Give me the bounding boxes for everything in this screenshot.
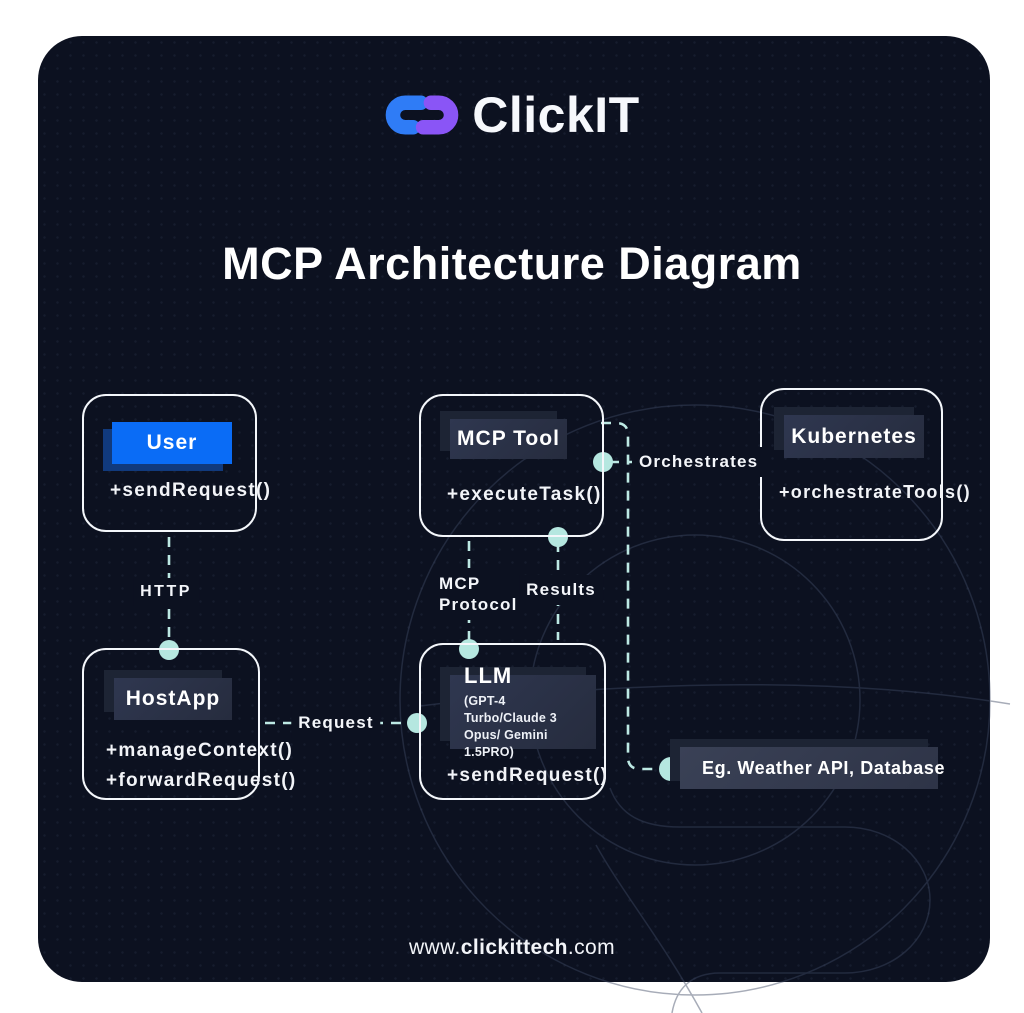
node-mcp-tool-method: +executeTask() — [447, 484, 602, 505]
node-hostapp-header: HostApp — [114, 678, 232, 720]
node-kubernetes-method: +orchestrateTools() — [779, 482, 971, 502]
node-kubernetes: Kubernetes +orchestrateTools() — [760, 388, 970, 541]
node-external-services: Eg. Weather API, Database — [680, 747, 944, 789]
url-domain: clickittech — [460, 936, 568, 959]
node-mcp-tool-header: MCP Tool — [450, 419, 567, 459]
edge-label-mcp-protocol: MCP Protocol — [432, 568, 518, 620]
node-hostapp-method-2: +forwardRequest() — [106, 770, 297, 791]
node-llm: LLM (GPT-4 Turbo/Claude 3 Opus/ Gemini 1… — [419, 643, 609, 800]
page-title: MCP Architecture Diagram — [222, 238, 802, 289]
url-suffix: .com — [567, 936, 615, 959]
clickit-chain-link-icon — [385, 95, 459, 135]
node-user: User +sendRequest() — [82, 394, 270, 532]
url-prefix: www. — [408, 936, 461, 959]
website-url: www.clickittech.com — [0, 936, 1024, 960]
node-llm-title: LLM — [464, 663, 513, 689]
edge-label-results: Results — [519, 575, 603, 605]
node-hostapp-method-1: +manageContext() — [106, 740, 294, 761]
logo: ClickIT — [0, 86, 1024, 144]
edge-label-request: Request — [291, 708, 381, 738]
node-llm-header: LLM (GPT-4 Turbo/Claude 3 Opus/ Gemini 1… — [450, 663, 596, 759]
node-mcp-tool: MCP Tool +executeTask() — [419, 394, 604, 537]
node-llm-method: +sendRequest() — [447, 765, 609, 786]
edge-label-orchestrates: Orchestrates — [632, 447, 766, 477]
logo-wordmark: ClickIT — [472, 87, 640, 143]
diagram-card — [38, 36, 990, 982]
edge-label-http: HTTP — [133, 578, 199, 606]
node-user-method: +sendRequest() — [110, 480, 272, 501]
node-kubernetes-header: Kubernetes — [784, 415, 924, 458]
node-llm-subtitle: (GPT-4 Turbo/Claude 3 Opus/ Gemini 1.5PR… — [464, 694, 557, 759]
node-user-header: User — [112, 422, 232, 464]
node-hostapp: HostApp +manageContext() +forwardRequest… — [82, 648, 295, 800]
